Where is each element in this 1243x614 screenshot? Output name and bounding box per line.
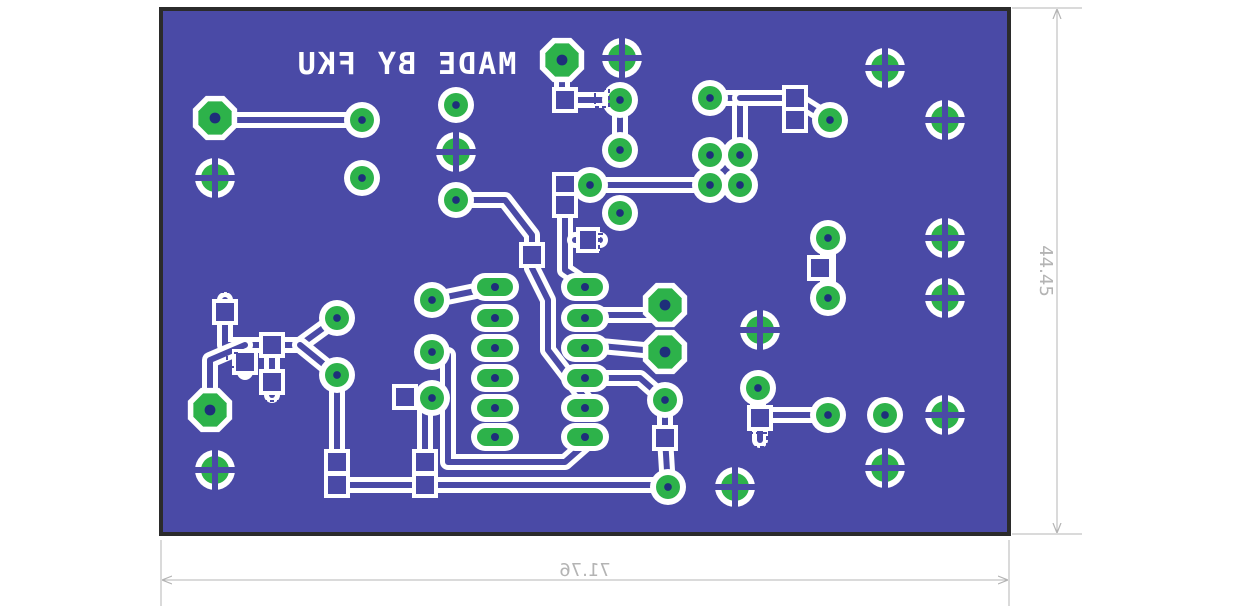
drill-hole (491, 344, 499, 352)
drill-hole (736, 181, 744, 189)
thermal-spoke (925, 117, 965, 123)
smd-pad (523, 246, 541, 264)
smd-pad (811, 259, 829, 277)
smd-pad (556, 176, 574, 194)
drill-hole (736, 151, 744, 159)
thermal-spoke (715, 484, 755, 490)
smd-pad (751, 409, 769, 427)
drill-hole (204, 404, 216, 416)
smd-pad (263, 373, 281, 391)
drill-hole (452, 101, 460, 109)
smd-outline (397, 422, 413, 442)
drill-hole (661, 396, 669, 404)
smd-outline (372, 390, 388, 410)
drill-hole (706, 151, 714, 159)
thermal-spoke (195, 175, 235, 181)
drill-hole (616, 96, 624, 104)
thermal-spoke (925, 295, 965, 301)
drill-hole (581, 433, 589, 441)
smd-pad (656, 429, 674, 447)
drill-hole (428, 296, 436, 304)
drill-hole (581, 404, 589, 412)
drill-hole (556, 54, 568, 66)
drill-hole (664, 483, 672, 491)
drill-hole (491, 404, 499, 412)
dimension-lines (160, 7, 1082, 606)
thermal-spoke (436, 149, 476, 155)
thermal-spoke (925, 412, 965, 418)
drill-hole (491, 374, 499, 382)
drill-hole (491, 433, 499, 441)
drill-hole (491, 314, 499, 322)
height-dimension-label: 44.45 (1035, 245, 1056, 297)
drill-hole (333, 371, 341, 379)
thermal-spoke (195, 467, 235, 473)
drill-hole (358, 174, 366, 182)
drill-hole (659, 346, 671, 358)
drill-hole (491, 283, 499, 291)
smd-outline (215, 277, 235, 293)
smd-outline (748, 432, 768, 448)
drill-hole (659, 299, 671, 311)
drill-hole (826, 116, 834, 124)
drill-hole (581, 283, 589, 291)
drill-hole (581, 314, 589, 322)
drill-hole (428, 394, 436, 402)
width-dimension-label: 71.76 (559, 560, 611, 581)
drill-hole (616, 146, 624, 154)
drill-hole (581, 344, 589, 352)
smd-outline (637, 112, 653, 132)
smd-pad (416, 476, 434, 494)
drill-hole (358, 116, 366, 124)
drill-hole (706, 181, 714, 189)
silkscreen-label: MADE BY FKU (296, 47, 517, 82)
smd-pad (328, 476, 346, 494)
smd-pad (580, 231, 596, 249)
thermal-spoke (865, 65, 905, 71)
smd-pad (328, 453, 346, 471)
drill-hole (581, 374, 589, 382)
drill-hole (452, 196, 460, 204)
smd-pad (786, 89, 804, 107)
smd-pad (786, 111, 804, 129)
thermal-spoke (865, 465, 905, 471)
smd-outline (682, 428, 698, 448)
smd-outline (262, 400, 282, 416)
drill-hole (209, 112, 221, 124)
thermal-spoke (602, 55, 642, 61)
drill-hole (616, 209, 624, 217)
smd-outline (226, 352, 242, 368)
drill-hole (754, 384, 762, 392)
smd-pad (416, 453, 434, 471)
pad-group (187, 37, 965, 507)
smd-pad (556, 91, 574, 109)
smd-outline (598, 233, 614, 253)
drill-hole (824, 294, 832, 302)
drill-hole (824, 411, 832, 419)
drill-hole (881, 411, 889, 419)
drill-hole (333, 314, 341, 322)
drill-hole (706, 94, 714, 102)
thermal-spoke (740, 327, 780, 333)
drill-hole (428, 348, 436, 356)
smd-pad (396, 388, 414, 406)
smd-pad (263, 336, 281, 354)
smd-pad (556, 196, 574, 214)
smd-pad (236, 353, 254, 371)
drill-hole (824, 234, 832, 242)
thermal-spoke (925, 235, 965, 241)
smd-outline (594, 88, 610, 108)
smd-pad (216, 303, 234, 321)
drill-hole (586, 181, 594, 189)
